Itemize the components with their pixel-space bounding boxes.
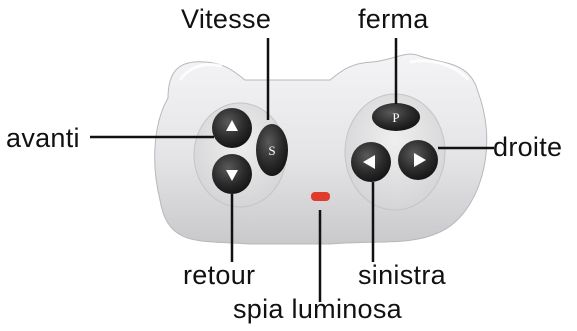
park-button[interactable]: P [372, 103, 420, 131]
indicator-light [311, 192, 330, 201]
label-avanti: avanti [6, 125, 80, 152]
label-droite: droite [493, 134, 562, 161]
speed-button[interactable]: S [256, 124, 288, 176]
speed-button-letter: S [268, 143, 275, 158]
left-button[interactable] [351, 142, 391, 182]
label-retour: retour [183, 262, 255, 289]
label-ferma: ferma [358, 6, 429, 33]
label-sinistra: sinistra [358, 262, 446, 289]
label-spia-luminosa: spia luminosa [233, 296, 402, 323]
reverse-button[interactable] [212, 154, 252, 194]
label-vitesse: Vitesse [181, 6, 271, 33]
park-button-letter: P [392, 110, 399, 125]
forward-button[interactable] [212, 108, 252, 148]
right-button[interactable] [398, 140, 438, 180]
